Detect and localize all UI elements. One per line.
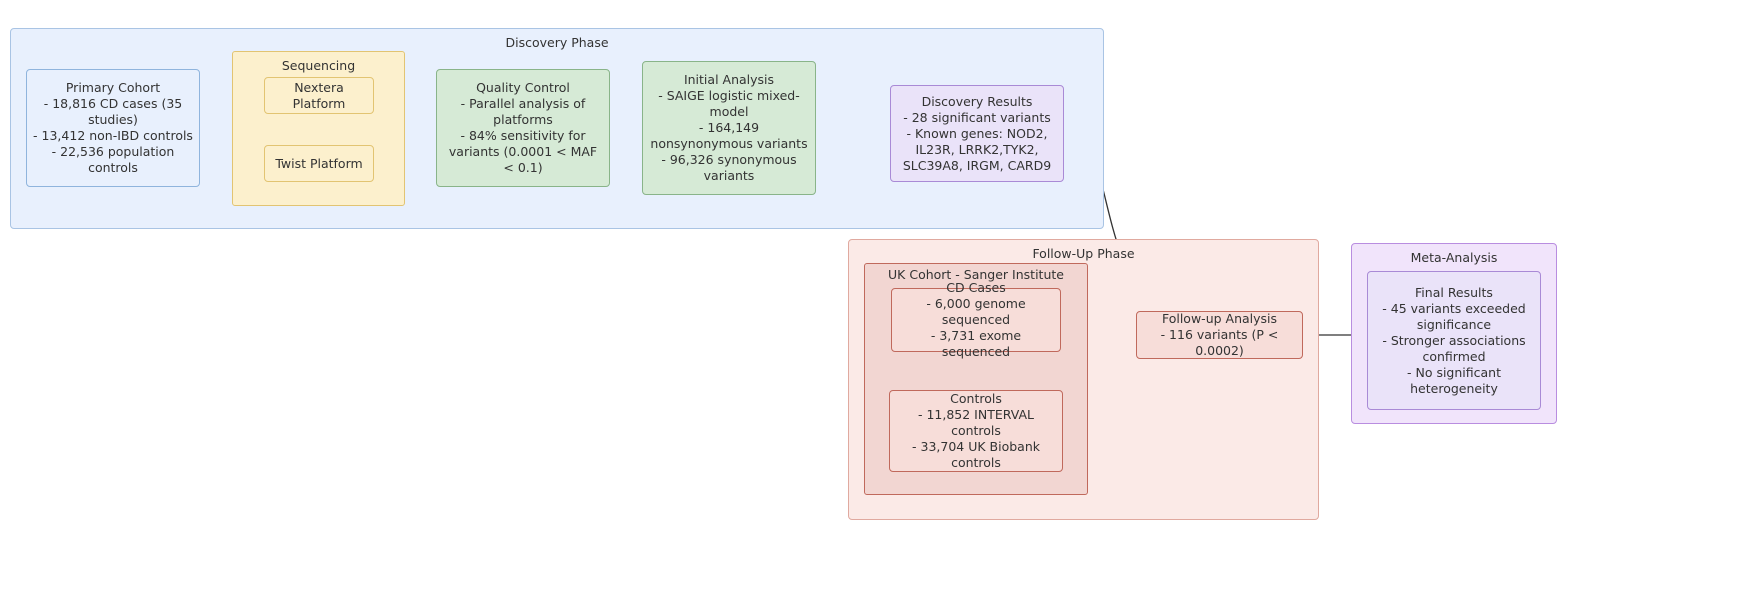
node-initial-analysis-line-0: - SAIGE logistic mixed-model [658,88,800,119]
node-followup-analysis[interactable]: Follow-up Analysis - 116 variants (P < 0… [1136,311,1303,359]
node-controls[interactable]: Controls - 11,852 INTERVAL controls - 33… [889,390,1063,472]
cluster-sequencing: Sequencing [232,51,405,206]
node-controls-line-1: - 33,704 UK Biobank controls [912,439,1040,470]
node-followup-analysis-title: Follow-up Analysis [1161,311,1278,326]
node-discovery-results[interactable]: Discovery Results - 28 significant varia… [890,85,1064,182]
node-twist-platform-title: Twist Platform [275,155,363,171]
node-final-results-line-1: - Stronger associations confirmed [1382,332,1526,364]
node-final-results[interactable]: Final Results - 45 variants exceeded sig… [1367,271,1541,410]
node-cd-cases-title: CD Cases [946,280,1006,295]
cluster-meta-analysis-title: Meta-Analysis [1410,250,1498,265]
node-primary-cohort-line-0: - 18,816 CD cases (35 studies) [43,96,183,127]
node-initial-analysis[interactable]: Initial Analysis - SAIGE logistic mixed-… [642,61,816,195]
node-discovery-results-title: Discovery Results [921,93,1033,109]
node-final-results-title: Final Results [1415,284,1493,300]
node-cd-cases-line-1: - 3,731 exome sequenced [930,328,1022,359]
node-initial-analysis-line-2: - 96,326 synonymous variants [661,152,797,183]
node-twist-platform[interactable]: Twist Platform [264,145,374,182]
node-quality-control-title: Quality Control [476,80,570,95]
cluster-uk-cohort-title: UK Cohort - Sanger Institute [888,267,1064,282]
node-primary-cohort-line-1: - 13,412 non-IBD controls [33,128,193,143]
cluster-followup-phase-title: Follow-Up Phase [1032,246,1135,261]
node-discovery-results-line-1: - Known genes: NOD2, IL23R, LRRK2,TYK2, … [902,125,1052,173]
node-cd-cases[interactable]: CD Cases - 6,000 genome sequenced - 3,73… [891,280,1061,359]
node-cd-cases-line-0: - 6,000 genome sequenced [926,296,1026,327]
node-discovery-results-line-0: - 28 significant variants [903,109,1051,125]
node-controls-title: Controls [950,391,1002,406]
cluster-sequencing-title: Sequencing [281,58,356,73]
node-initial-analysis-title: Initial Analysis [683,72,775,87]
node-followup-analysis-line-0: - 116 variants (P < 0.0002) [1160,327,1279,358]
node-primary-cohort-line-2: - 22,536 population controls [51,144,175,175]
node-controls-line-0: - 11,852 INTERVAL controls [917,407,1035,438]
node-final-results-line-0: - 45 variants exceeded significance [1382,300,1526,332]
node-primary-cohort[interactable]: Primary Cohort - 18,816 CD cases (35 stu… [26,69,200,187]
node-quality-control-line-1: - 84% sensitivity for variants (0.0001 <… [448,128,598,175]
node-primary-cohort-title: Primary Cohort [65,80,161,95]
cluster-discovery-phase-title: Discovery Phase [505,35,609,50]
node-nextera-platform-title: Nextera Platform [292,79,346,111]
node-final-results-line-2: - No significant heterogeneity [1406,364,1501,396]
node-quality-control-line-0: - Parallel analysis of platforms [460,96,586,127]
node-initial-analysis-line-1: - 164,149 nonsynonymous variants [650,120,808,151]
node-nextera-platform[interactable]: Nextera Platform [264,77,374,114]
node-quality-control[interactable]: Quality Control - Parallel analysis of p… [436,69,610,187]
